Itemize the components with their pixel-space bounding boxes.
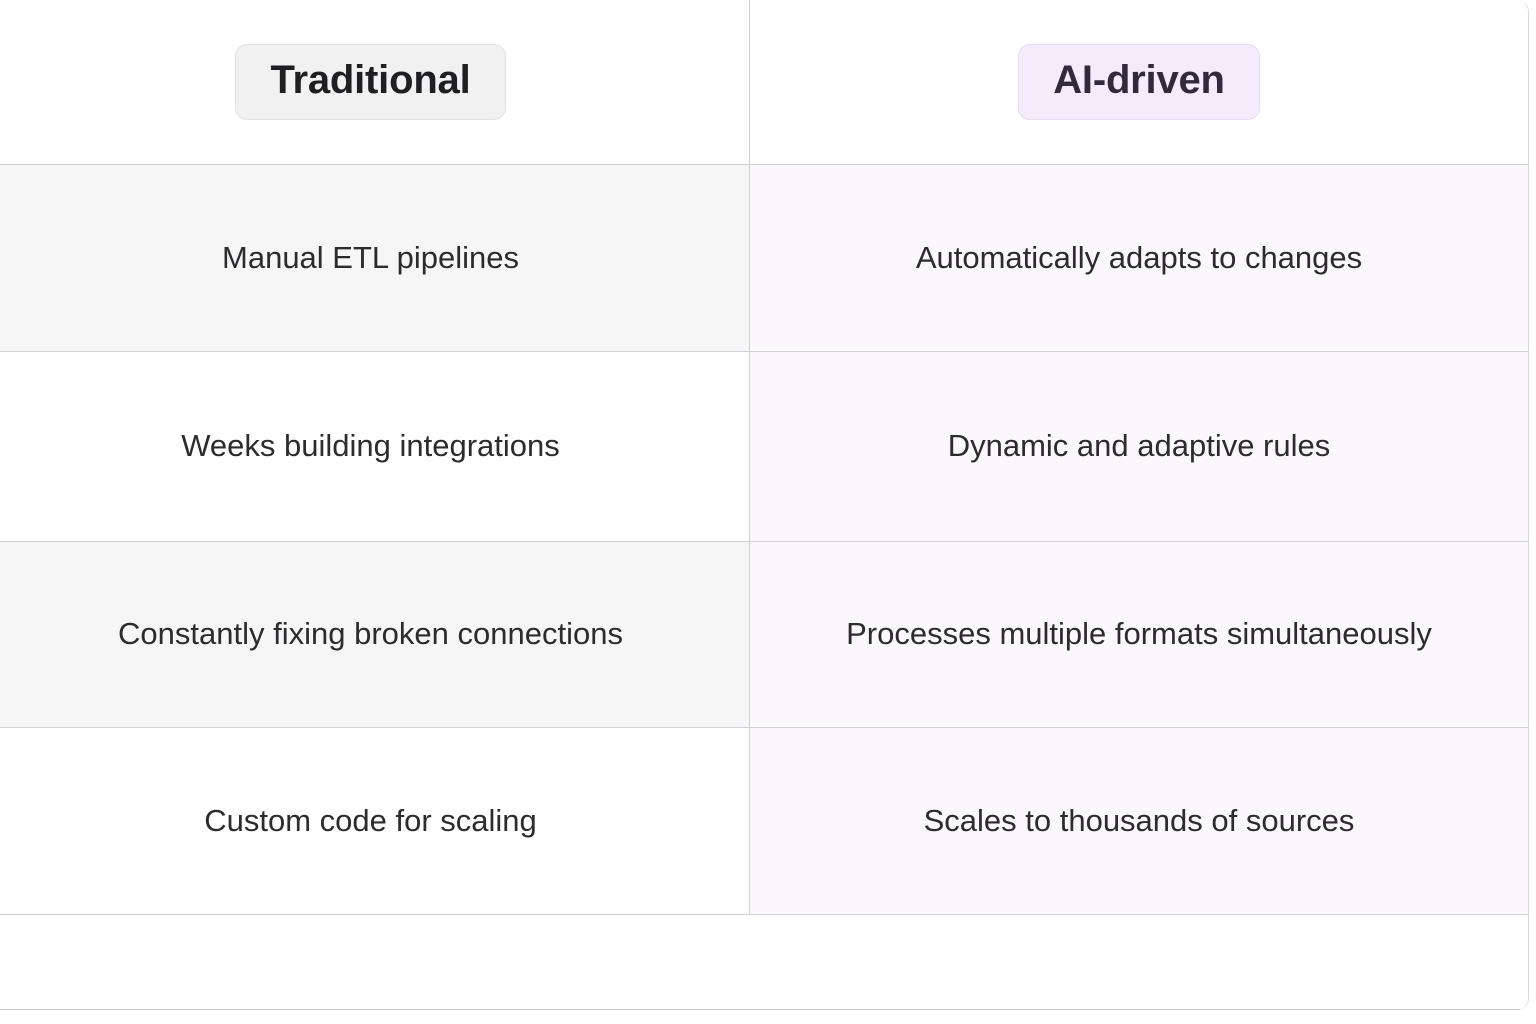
table-row: Constantly fixing broken connections Pro…: [0, 542, 1528, 728]
table-header: Traditional AI-driven: [0, 0, 1528, 165]
table-body: Manual ETL pipelines Automatically adapt…: [0, 165, 1528, 1010]
cell-ai-driven: Scales to thousands of sources: [750, 728, 1528, 915]
table-row: Custom code for scaling Scales to thousa…: [0, 728, 1528, 915]
column-chip-ai-driven: AI-driven: [1018, 44, 1260, 120]
cell-ai-driven: Automatically adapts to changes: [750, 165, 1528, 352]
table-row: Manual ETL pipelines Automatically adapt…: [0, 165, 1528, 352]
cell-traditional: Manual ETL pipelines: [0, 165, 750, 352]
table-row-empty: [0, 915, 1528, 1010]
cell-ai-driven-empty: [750, 915, 1528, 1010]
cell-ai-driven: Processes multiple formats simultaneousl…: [750, 542, 1528, 728]
table-row: Weeks building integrations Dynamic and …: [0, 352, 1528, 542]
column-header-traditional: Traditional: [0, 0, 750, 165]
cell-traditional: Constantly fixing broken connections: [0, 542, 750, 728]
column-chip-traditional: Traditional: [235, 44, 506, 120]
cell-traditional: Custom code for scaling: [0, 728, 750, 915]
cell-ai-driven: Dynamic and adaptive rules: [750, 352, 1528, 542]
column-header-ai-driven: AI-driven: [750, 0, 1528, 165]
cell-traditional-empty: [0, 915, 750, 1010]
cell-traditional: Weeks building integrations: [0, 352, 750, 542]
header-row: Traditional AI-driven: [0, 0, 1528, 165]
